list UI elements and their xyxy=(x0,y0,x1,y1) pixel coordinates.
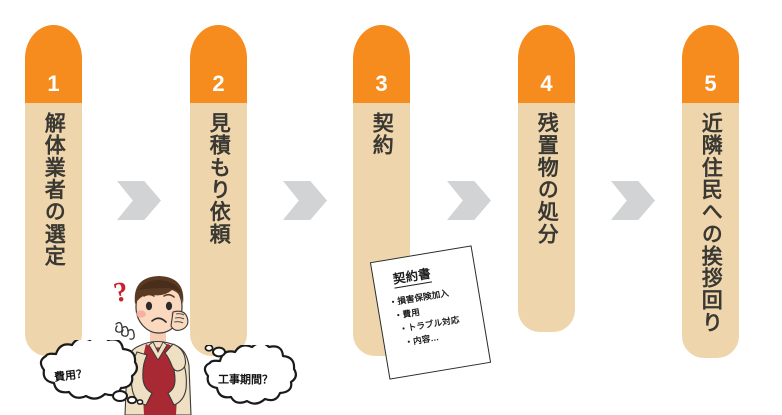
step-1-body: 解体業者の選定 xyxy=(25,103,82,356)
step-5-label: 近隣住民への挨拶回り xyxy=(699,112,723,334)
step-4-label: 残置物の処分 xyxy=(535,112,559,245)
step-3-number: 3 xyxy=(375,71,388,96)
eye-right xyxy=(165,301,173,311)
step-5[interactable]: 5 近隣住民への挨拶回り xyxy=(682,25,739,358)
bubble-duration: 工事期間？ xyxy=(196,341,308,411)
step-2-number: 2 xyxy=(212,71,225,96)
arrow-1-to-2 xyxy=(117,181,161,220)
step-3-label: 契約 xyxy=(370,112,394,157)
step-2-cap: 2 xyxy=(190,25,247,103)
step-3[interactable]: 3 契約 xyxy=(353,25,410,356)
step-2-label: 見積もり依頼 xyxy=(207,112,231,245)
step-1[interactable]: 1 解体業者の選定 xyxy=(25,25,82,356)
confusion-scribble-icon xyxy=(115,321,135,340)
step-2-body: 見積もり依頼 xyxy=(190,103,247,356)
step-1-number: 1 xyxy=(47,71,60,96)
arrow-4-to-5 xyxy=(611,181,655,220)
bubble-cost: 費用？ xyxy=(28,334,146,410)
arrow-2-to-3 xyxy=(283,181,327,220)
step-5-number: 5 xyxy=(704,71,717,96)
step-4-cap: 4 xyxy=(518,25,575,103)
step-1-label: 解体業者の選定 xyxy=(42,112,66,268)
eye-left xyxy=(145,301,153,311)
step-5-body: 近隣住民への挨拶回り xyxy=(682,103,739,358)
step-4-number: 4 xyxy=(540,71,553,96)
contract-paper: 契約書 ・損害保険加入 ・費用 ・トラブル対応 ・内容… xyxy=(369,245,492,380)
contract-paper-list: ・損害保険加入 ・費用 ・トラブル対応 ・内容… xyxy=(388,283,479,352)
step-4[interactable]: 4 残置物の処分 xyxy=(518,25,575,332)
step-2[interactable]: 2 見積もり依頼 xyxy=(190,25,247,356)
step-5-cap: 5 xyxy=(682,25,739,103)
contract-paper-title: 契約書 xyxy=(391,262,433,289)
worried-person-illustration xyxy=(115,276,192,415)
step-4-body: 残置物の処分 xyxy=(518,103,575,332)
arrow-3-to-4 xyxy=(447,181,491,220)
bubble-duration-text: 工事期間？ xyxy=(218,374,273,386)
hand-icon xyxy=(170,310,189,332)
step-1-cap: 1 xyxy=(25,25,82,103)
step-3-cap: 3 xyxy=(353,25,410,103)
